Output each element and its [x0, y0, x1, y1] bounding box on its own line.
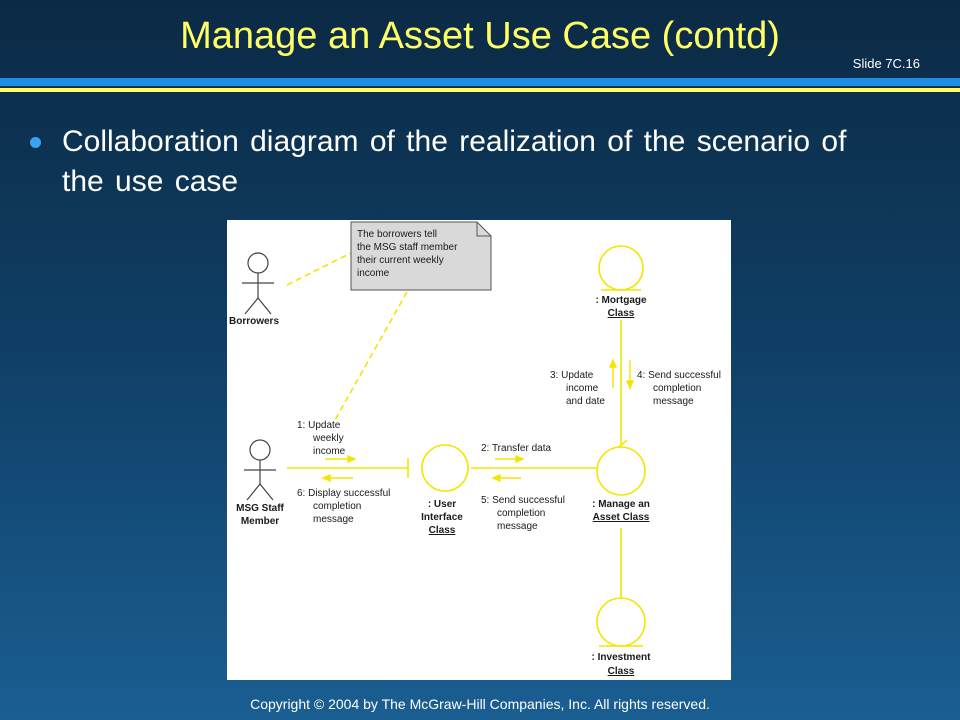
message-5-line-1: 5: Send successful [481, 495, 565, 506]
note-line-4: income [357, 268, 390, 279]
bullet-dot [30, 137, 41, 148]
object-investment-label-1: : Investment [592, 652, 652, 663]
note-anchor-link [334, 291, 408, 421]
message-3-line-1: 3: Update [550, 370, 594, 381]
message-6-line-3: message [313, 514, 354, 525]
object-ui-icon [421, 444, 469, 492]
actor-borrowers-label: Borrowers [229, 316, 279, 327]
message-3-line-2: income [566, 383, 599, 394]
arrow-m3 [608, 358, 618, 388]
message-1-line-1: 1: Update [297, 420, 341, 431]
actor-staff-icon [244, 439, 276, 501]
message-6-line-2: completion [313, 501, 361, 512]
title-rule-blue [0, 78, 960, 86]
message-2: 2: Transfer data [481, 443, 551, 454]
collaboration-diagram: The borrowers tell the MSG staff member … [227, 220, 731, 680]
object-ui-label-1: : User [428, 499, 456, 510]
slide-title: Manage an Asset Use Case (contd) [180, 15, 780, 57]
message-1-line-3: income [313, 446, 346, 457]
arrow-m1 [325, 454, 357, 464]
actor-borrowers-icon [242, 252, 274, 315]
message-6-line-1: 6: Display successful [297, 488, 390, 499]
note-line-3: their current weekly [357, 255, 444, 266]
note-box: The borrowers tell the MSG staff member … [350, 221, 492, 291]
message-4-line-3: message [653, 396, 694, 407]
object-mortgage-icon [598, 245, 644, 291]
arrow-m4 [625, 360, 635, 390]
object-manage-icon [596, 439, 646, 496]
message-5-line-3: message [497, 521, 538, 532]
slide-number: Slide 7C.16 [852, 56, 920, 71]
arrow-m5 [491, 473, 521, 483]
note-line-1: The borrowers tell [357, 229, 437, 240]
actor-staff-label-2: Member [241, 516, 279, 527]
note-anchor-borrowers [286, 251, 354, 286]
arrow-m2 [495, 454, 525, 464]
message-1-line-2: weekly [312, 433, 344, 444]
object-ui-label-3: Class [429, 525, 456, 536]
object-mortgage-label-1: : Mortgage [595, 295, 647, 306]
copyright-footer: Copyright © 2004 by The McGraw-Hill Comp… [250, 696, 710, 712]
arrow-m6 [321, 473, 353, 483]
object-manage-label-2: Asset Class [593, 512, 650, 523]
object-mortgage-label-2: Class [608, 308, 635, 319]
note-line-2: the MSG staff member [357, 242, 458, 253]
message-3-line-3: and date [566, 396, 605, 407]
object-investment-label-2: Class [608, 666, 635, 677]
actor-staff-label-1: MSG Staff [236, 503, 284, 514]
message-4-line-1: 4: Send successful [637, 370, 721, 381]
bullet-text: Collaboration diagram of the realization… [62, 125, 847, 198]
message-4-line-2: completion [653, 383, 701, 394]
message-5-line-2: completion [497, 508, 545, 519]
object-manage-label-1: : Manage an [592, 499, 650, 510]
title-rule-yellow [0, 88, 960, 92]
object-investment-icon [596, 597, 646, 647]
object-ui-label-2: Interface [421, 512, 463, 523]
